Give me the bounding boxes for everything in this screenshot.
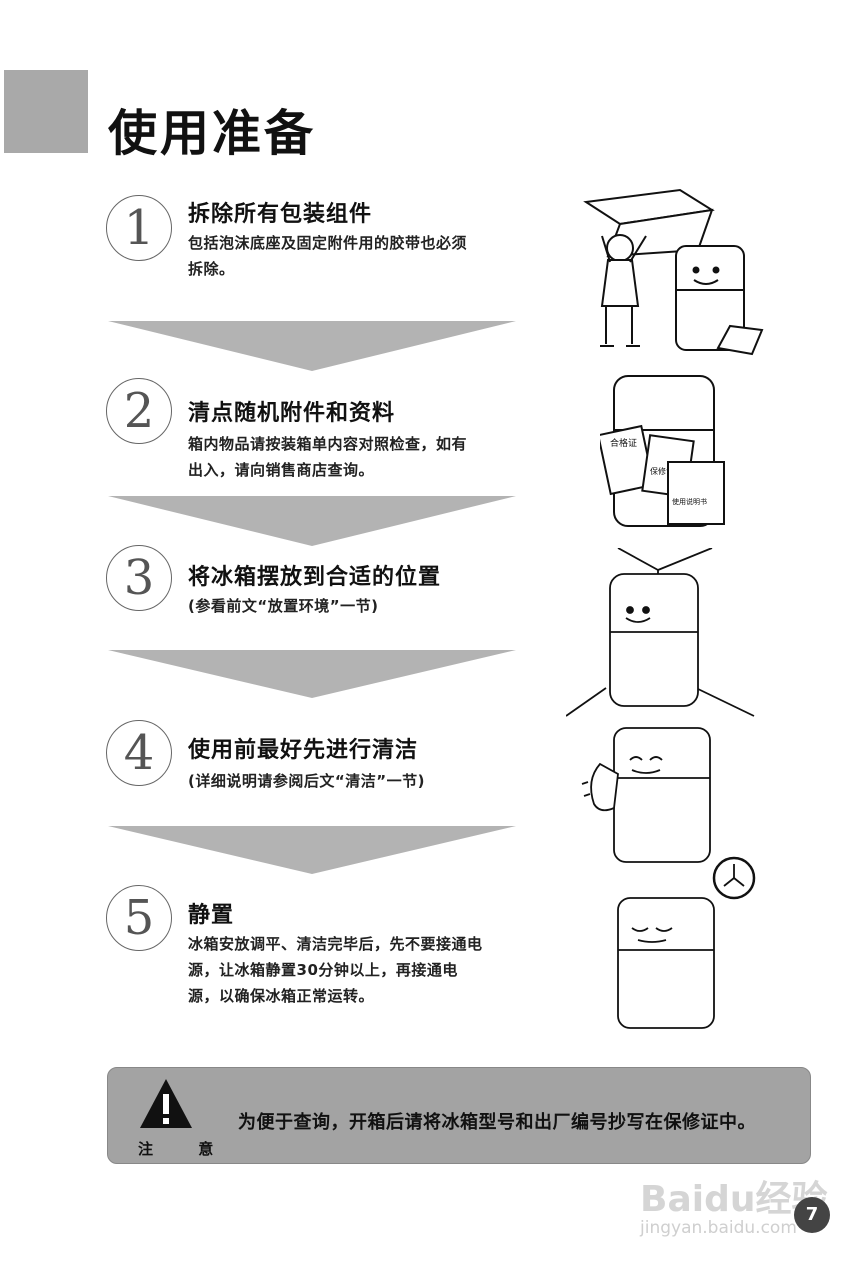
down-arrow [108,496,516,546]
illustration-label: 使用说明书 [672,497,707,506]
step-number-circle: 5 [106,885,172,951]
illustration-label: 保修证 [650,466,674,476]
step-desc-line: 出入，请向销售商店查询。 [188,461,375,479]
page-number: 7 [794,1197,830,1233]
step-desc-line: 源，让冰箱静置30分钟以上，再接通电 [188,961,458,979]
step-number-circle: 2 [106,378,172,444]
step-desc-line: 箱内物品请按装箱单内容对照检查，如有 [188,435,468,453]
step-title: 使用前最好先进行清洁 [188,738,419,763]
step-desc-line: 冰箱安放调平、清洁完毕后，先不要接通电 [188,935,483,953]
step-number-circle: 1 [106,195,172,261]
warning-triangle-icon [140,1079,192,1128]
step-title: 将冰箱摆放到合适的位置 [188,565,442,590]
corner-placement-illustration [566,548,755,717]
watermark-site: jingyan.baidu.com [640,1218,797,1238]
illustration-label: 合格证 [610,437,637,449]
down-arrow [108,650,516,698]
step-desc-line: 拆除。 [188,260,235,278]
corner-block [4,70,88,153]
step-number-circle: 4 [106,720,172,786]
step-title: 清点随机附件和资料 [188,401,396,426]
step-title: 静置 [188,903,235,928]
step-title: 拆除所有包装组件 [188,202,373,227]
down-arrow [108,826,516,874]
step-desc-line: 源，以确保冰箱正常运转。 [188,987,375,1005]
documents-illustration: 合格证 保修证 使用说明书 [600,375,725,527]
notice-label: 注 意 [138,1140,234,1158]
notice-text: 为便于查询，开箱后请将冰箱型号和出厂编号抄写在保修证中。 [238,1112,756,1133]
step-desc: 箱内物品请按装箱单内容对照检查，如有 出入，请向销售商店查询。 [188,431,467,483]
notice-box: 注 意 为便于查询，开箱后请将冰箱型号和出厂编号抄写在保修证中。 [107,1067,811,1164]
step-desc: (参看前文“放置环境”一节) [188,593,378,619]
step-desc-line: (参看前文“放置环境”一节) [188,597,379,615]
resting-illustration [617,856,756,1029]
step-number-circle: 3 [106,545,172,611]
cleaning-illustration [581,727,711,863]
step-desc: 包括泡沫底座及固定附件用的胶带也必须 拆除。 [188,230,467,282]
unpacking-illustration [583,188,764,356]
down-arrow [108,321,516,371]
step-desc: (详细说明请参阅后文“清洁”一节) [188,768,425,794]
step-desc-line: (详细说明请参阅后文“清洁”一节) [188,772,425,790]
step-desc: 冰箱安放调平、清洁完毕后，先不要接通电 源，让冰箱静置30分钟以上，再接通电 源… [188,931,483,1009]
step-desc-line: 包括泡沫底座及固定附件用的胶带也必须 [188,234,468,252]
page-title: 使用准备 [108,105,317,162]
